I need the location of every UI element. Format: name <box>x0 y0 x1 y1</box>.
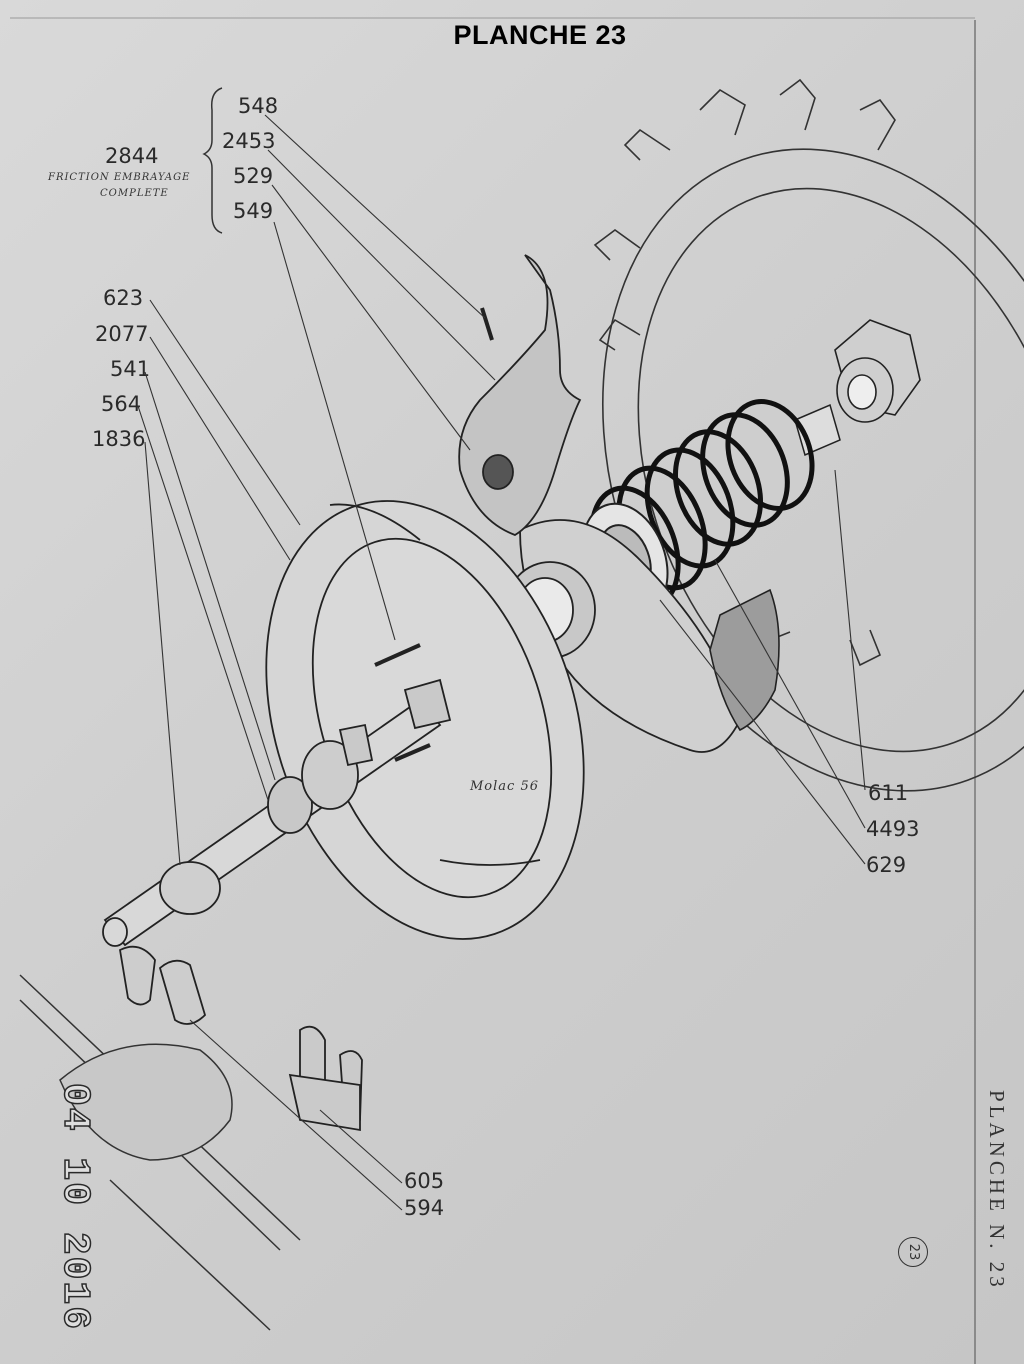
friction-lining <box>709 588 780 732</box>
signature: Molac 56 <box>469 779 539 794</box>
group-brace <box>202 87 223 234</box>
bolt-upper <box>374 643 421 667</box>
pressure-plate <box>504 519 741 753</box>
splined-shaft <box>102 678 452 947</box>
page-title: PLANCHE 23 <box>453 20 627 50</box>
part-label: 548 <box>238 94 278 118</box>
part-label: 2077 <box>95 322 148 346</box>
group-number: 2844 <box>105 144 158 168</box>
group-caption-line2: COMPLETE <box>100 188 169 199</box>
leader-lines <box>137 114 866 1211</box>
small-pin <box>480 307 494 341</box>
part-label: 2453 <box>222 129 275 153</box>
date-stamp: 04 10 2016 <box>52 1082 97 1332</box>
bolt-lower <box>394 743 431 762</box>
part-label: 629 <box>866 853 906 877</box>
part-label: 549 <box>233 199 273 223</box>
gear-wheel <box>593 78 1024 792</box>
release-yoke <box>119 945 207 1025</box>
part-label: 529 <box>233 164 273 188</box>
gearbox-housing <box>19 974 301 1331</box>
part-label: 1836 <box>92 427 145 451</box>
part-label: 4493 <box>866 817 919 841</box>
part-label: 594 <box>404 1196 444 1220</box>
page-number-badge: 23 <box>898 1237 928 1267</box>
group-caption-line1: FRICTION EMBRAYAGE <box>47 172 190 183</box>
hub-nut <box>834 319 921 423</box>
clutch-fork <box>458 254 582 536</box>
part-label: 623 <box>103 286 143 310</box>
part-label: 611 <box>868 781 908 805</box>
part-label: 564 <box>101 392 141 416</box>
side-title: PLANCHE N. 23 <box>985 1090 1009 1291</box>
part-label: 605 <box>404 1169 444 1193</box>
selector-fork <box>288 1025 363 1132</box>
part-label: 541 <box>110 357 150 381</box>
